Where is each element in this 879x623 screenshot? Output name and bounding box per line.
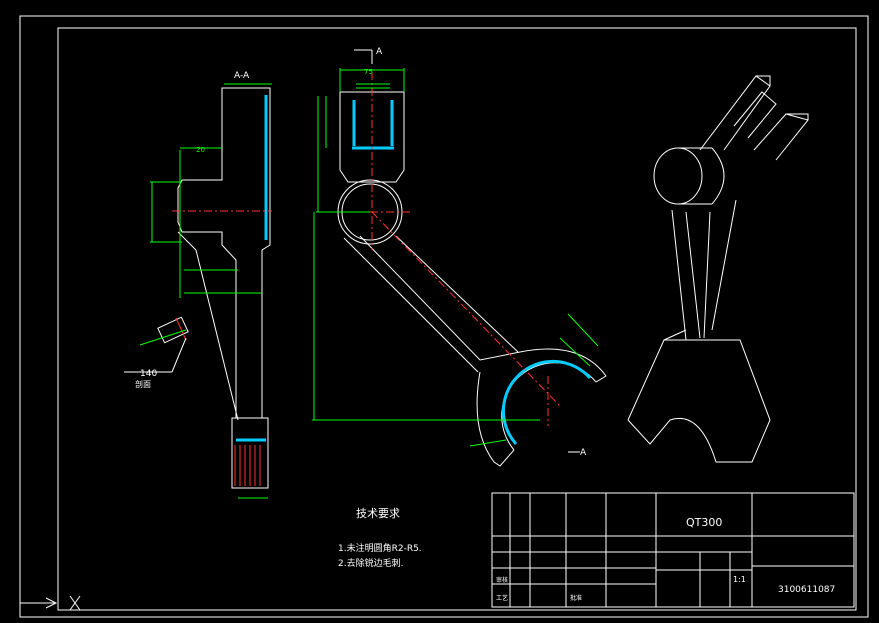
title-block-label-process: 工艺 <box>496 594 508 602</box>
tech-requirements-line-2: 2.去除锐边毛刺. <box>338 557 403 569</box>
title-block-drawing-number: 3100611087 <box>778 585 835 595</box>
section-arrow-top-letter: A <box>376 47 383 57</box>
section-a-a-view <box>177 87 271 489</box>
section-dimensions <box>150 83 272 499</box>
front-view-dimensions <box>312 68 599 447</box>
tech-requirements-line-1: 1.未注明圆角R2-R5. <box>338 542 422 554</box>
outer-sheet-border <box>19 15 869 618</box>
front-view-hatching <box>352 100 592 445</box>
section-arrow-markers <box>354 49 580 453</box>
detail-dim-label: 140 <box>140 369 157 379</box>
section-dim-label: 20 <box>196 146 205 154</box>
section-red-fill <box>234 445 261 486</box>
title-block-scale: 1:1 <box>733 575 746 584</box>
ucs-icon <box>20 595 81 611</box>
detail-view-label: 剖面 <box>135 379 151 389</box>
tech-requirements-title: 技术要求 <box>356 507 400 520</box>
detail-cross-section <box>124 316 189 373</box>
connecting-rod-front-view <box>337 91 607 467</box>
title-block-label-approve: 批准 <box>570 594 582 602</box>
title-block-material: QT300 <box>686 516 722 529</box>
front-view-centerlines <box>338 72 561 426</box>
inner-drawing-frame <box>57 27 857 611</box>
title-block-label-review: 审核 <box>496 576 508 584</box>
section-hatching <box>236 95 268 442</box>
section-title: A-A <box>234 71 250 81</box>
side-view-dim-label: 75 <box>364 68 373 76</box>
title-block <box>491 492 855 608</box>
section-arrow-bottom-letter: A <box>580 448 587 458</box>
isometric-3d-view <box>627 75 809 463</box>
